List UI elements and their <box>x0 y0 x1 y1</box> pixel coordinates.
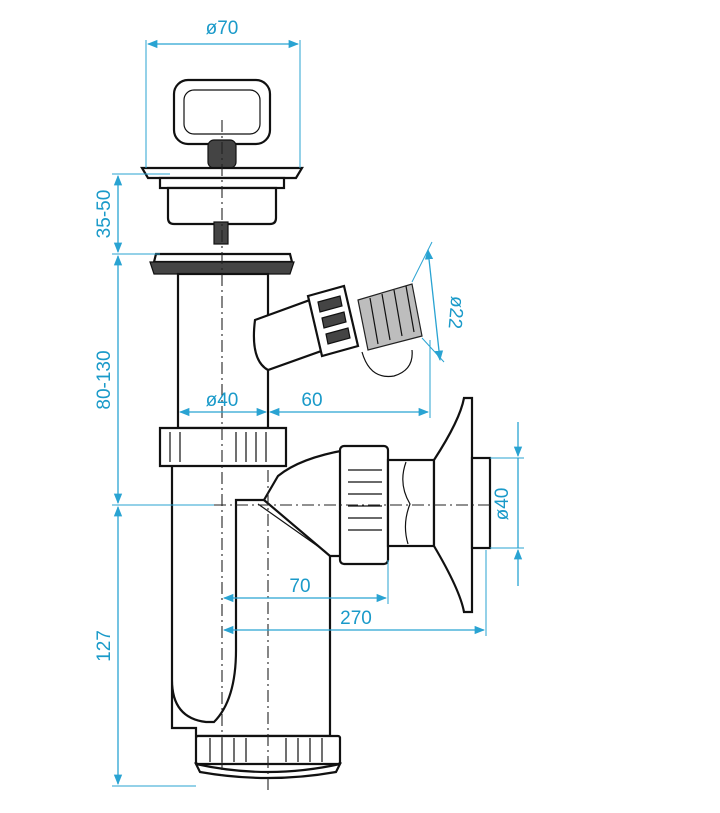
dim-strainer-height: 35-50 <box>94 173 170 255</box>
dim-label-overall-reach: 270 <box>340 608 372 629</box>
dim-body-height: 80-130 <box>94 254 214 506</box>
dim-label-outlet-offset: 70 <box>289 576 310 597</box>
dim-label-trap-depth: 127 <box>94 630 115 662</box>
dim-label-wall-flange-diameter: ø40 <box>492 488 513 521</box>
dim-overall-reach: 270 <box>222 550 487 636</box>
dim-trap-depth: 127 <box>94 505 196 787</box>
vertical-tube <box>176 272 270 430</box>
dim-label-inlet-offset: 60 <box>301 390 322 411</box>
dim-label-body-height: 80-130 <box>94 350 115 409</box>
side-inlet <box>252 283 423 378</box>
dim-outlet-offset: 70 <box>222 560 389 604</box>
dim-label-tube-diameter: ø40 <box>206 390 239 411</box>
dim-wall-flange-diameter: ø40 <box>490 422 524 586</box>
wall-flange <box>432 396 492 614</box>
strainer-plug <box>140 78 304 245</box>
trap-body <box>170 448 348 738</box>
dim-label-strainer-height: 35-50 <box>94 190 115 239</box>
dim-inlet-offset: 60 <box>268 340 431 418</box>
dim-label-strainer-diameter: ø70 <box>206 18 239 39</box>
lower-nut <box>158 426 288 468</box>
dim-strainer-diameter: ø70 <box>145 18 301 168</box>
dim-side-inlet-diameter: ø22 <box>411 241 468 363</box>
dim-label-side-inlet-diameter: ø22 <box>444 295 468 329</box>
dim-tube-diameter: ø40 <box>178 390 268 417</box>
